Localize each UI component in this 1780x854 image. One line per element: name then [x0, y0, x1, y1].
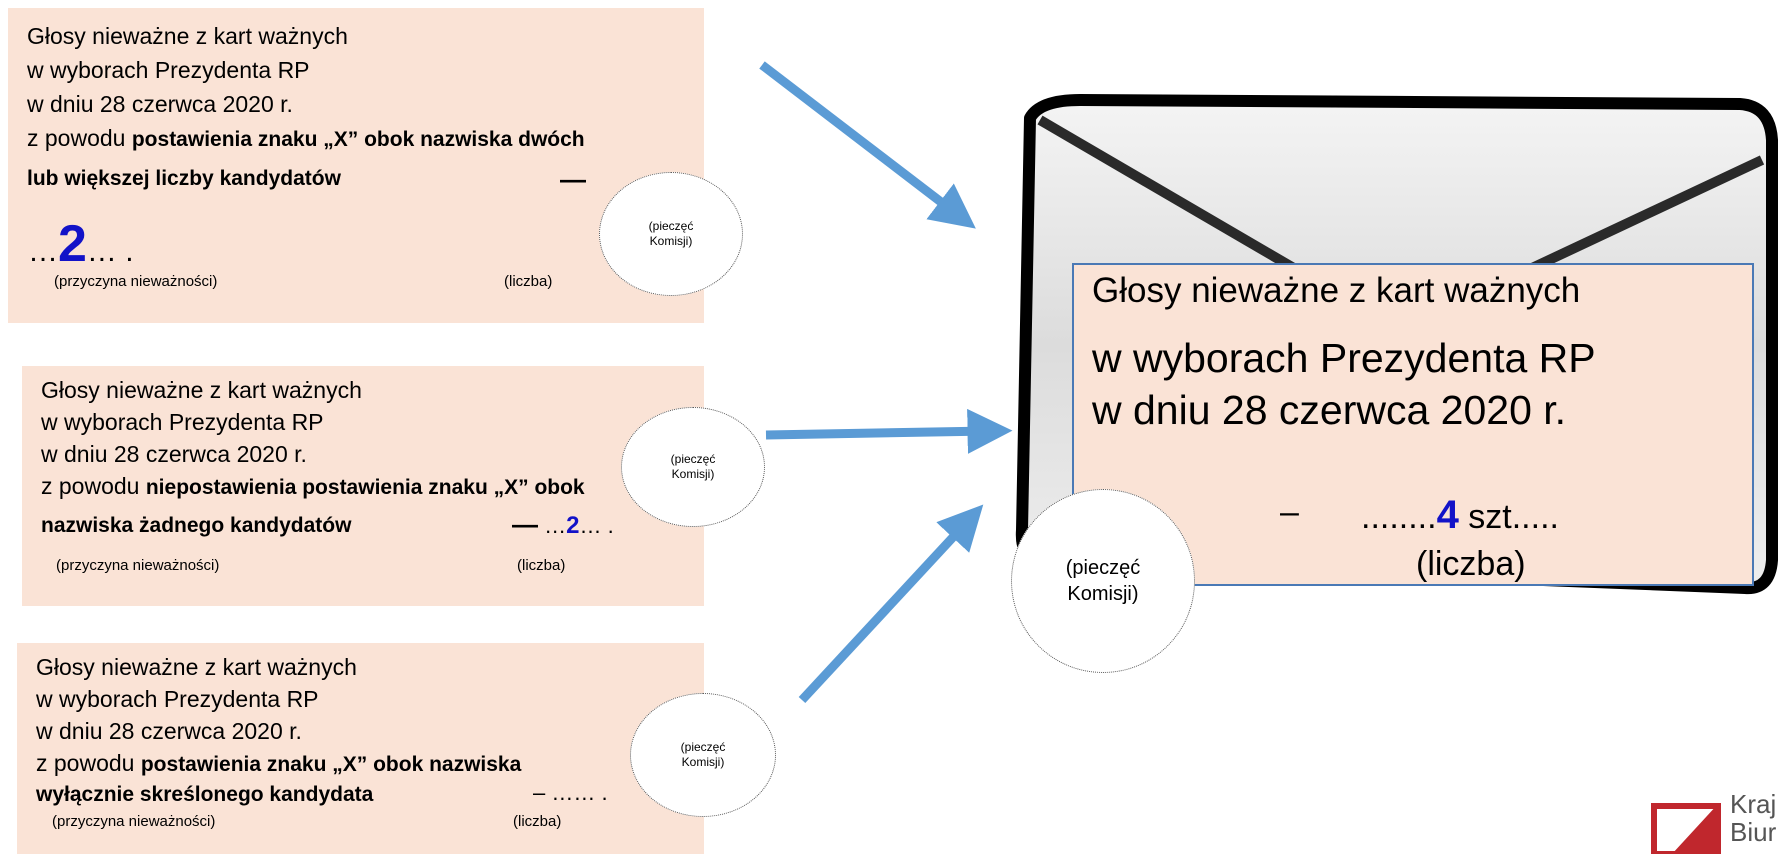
stamp-text: Komisji) [649, 234, 693, 248]
count-suffix: szt..... [1468, 498, 1559, 536]
reason-label: (przyczyna nieważności) [56, 557, 220, 574]
dash: — [512, 509, 538, 539]
card-reason-line: z powodu postawienia znaku „X” obok nazw… [27, 124, 585, 154]
count-field: …2… . [28, 218, 134, 272]
count-prefix: ........ [1361, 498, 1437, 536]
logo-text: Kraj Biur [1730, 790, 1776, 846]
reason-label: (przyczyna nieważności) [52, 813, 216, 830]
card-election: w wyborach Prezydenta RP [27, 57, 310, 83]
count-value: 4 [1436, 493, 1459, 537]
arrows [759, 61, 1013, 704]
envelope-dash: – [1280, 493, 1299, 531]
stamp-text: Komisji) [1067, 583, 1139, 605]
card-title: Głosy nieważne z kart ważnych [27, 23, 348, 49]
dash: — [560, 164, 586, 194]
arrow-top [759, 61, 976, 229]
count-prefix: … [544, 513, 567, 538]
stamp-text: (pieczęć [648, 219, 694, 233]
count-prefix: … [28, 235, 58, 268]
card-date: w dniu 28 czerwca 2020 r. [36, 718, 302, 744]
card-reason-line: z powodu niepostawienia postawienia znak… [41, 472, 585, 502]
ballot-card-3: Głosy nieważne z kart ważnych w wyborach… [17, 643, 704, 854]
card-title: Głosy nieważne z kart ważnych [41, 377, 362, 403]
stamp-text: Komisji) [671, 467, 715, 481]
reason-text-cont: wyłącznie skreślonego kandydata [36, 783, 374, 806]
card-title: Głosy nieważne z kart ważnych [36, 654, 357, 680]
stamp-text: (pieczęć [670, 452, 716, 466]
arrow-middle [765, 408, 1013, 454]
envelope-count-field: ........4 szt..... [1361, 493, 1559, 538]
reason-text: niepostawienia postawienia znaku „X” obo… [145, 476, 585, 499]
card-election: w wyborach Prezydenta RP [36, 686, 319, 712]
count-label: (liczba) [517, 557, 566, 574]
envelope-count-label: (liczba) [1416, 545, 1526, 583]
ballot-card-2: Głosy nieważne z kart ważnych w wyborach… [22, 366, 704, 606]
kbw-logo: Kraj Biur [1650, 790, 1780, 854]
logo-text-line: Biur [1730, 817, 1777, 847]
ballot-card-1: Głosy nieważne z kart ważnych w wyborach… [8, 8, 704, 323]
card-date: w dniu 28 czerwca 2020 r. [41, 441, 307, 467]
stamp-text: Komisji) [681, 755, 725, 769]
reason-text-cont: lub większej liczby kandydatów [27, 167, 341, 190]
card-reason-line: z powodu postawienia znaku „X” obok nazw… [36, 749, 521, 779]
reason-text-cont: nazwiska żadnego kandydatów [41, 514, 352, 537]
reason-prefix: z powodu [41, 473, 140, 499]
reason-prefix: z powodu [36, 750, 135, 776]
count-value: 2 [58, 215, 87, 273]
count-field: — …2… . [512, 510, 614, 540]
reason-label: (przyczyna nieważności) [54, 273, 218, 290]
reason-text: postawienia znaku „X” obok nazwiska [140, 753, 522, 776]
logo-mark-icon [1651, 803, 1721, 854]
envelope-label: Głosy nieważne z kart ważnych w wyborach… [1072, 263, 1754, 586]
stamp-text: (pieczęć [1065, 557, 1141, 579]
count-field: – …… . [533, 779, 608, 807]
count-suffix: … . [86, 235, 134, 268]
arrow-bottom [798, 504, 984, 704]
logo-text-line: Kraj [1730, 790, 1777, 819]
dash: – [533, 780, 546, 805]
reason-text: postawienia znaku „X” obok nazwiska dwóc… [131, 128, 585, 151]
envelope-date: w dniu 28 czerwca 2020 r. [1092, 387, 1567, 433]
stamp-text: (pieczęć [680, 740, 726, 754]
count-suffix: … . [579, 513, 614, 538]
count-label: (liczba) [513, 813, 562, 830]
count-prefix: …… . [551, 780, 608, 805]
envelope-election: w wyborach Prezydenta RP [1092, 335, 1596, 381]
count-value: 2 [566, 512, 580, 539]
envelope-title: Głosy nieważne z kart ważnych [1092, 271, 1581, 310]
card-date: w dniu 28 czerwca 2020 r. [27, 91, 293, 117]
card-election: w wyborach Prezydenta RP [41, 409, 324, 435]
reason-prefix: z powodu [27, 125, 126, 151]
count-label: (liczba) [504, 273, 553, 290]
